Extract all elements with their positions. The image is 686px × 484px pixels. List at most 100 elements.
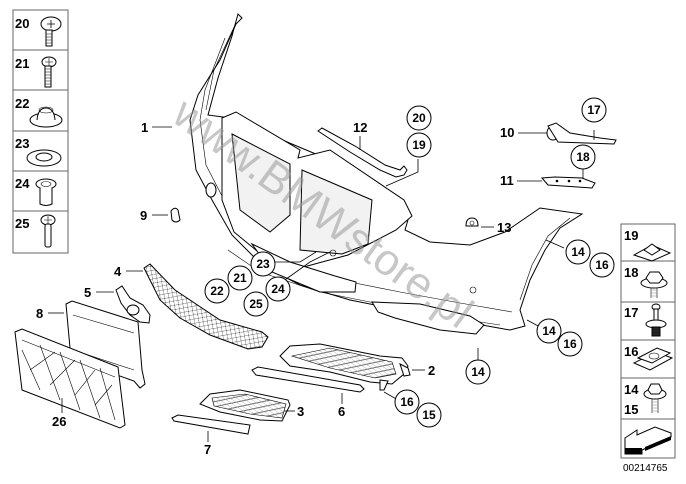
sleeve-icon	[35, 178, 57, 206]
legend-item-14-15[interactable]: 14 15	[624, 382, 667, 417]
washer-icon	[26, 149, 62, 167]
svg-text:7: 7	[204, 442, 211, 457]
legend-number: 19	[624, 228, 638, 243]
svg-text:26: 26	[52, 414, 66, 429]
bolt-icon	[40, 214, 56, 248]
callout-1[interactable]: 1	[141, 120, 172, 135]
callout-6[interactable]: 6	[338, 393, 345, 419]
grille-part-3[interactable]	[199, 389, 291, 422]
circled-callout-24[interactable]: 24	[265, 276, 291, 302]
svg-text:16: 16	[400, 395, 414, 409]
callout-12[interactable]: 12	[353, 120, 367, 150]
square-nut-icon	[632, 243, 672, 262]
legend-item-25[interactable]: 25	[15, 214, 56, 248]
svg-text:19: 19	[412, 138, 426, 152]
svg-text:20: 20	[412, 111, 426, 125]
legend-item-20[interactable]: 20	[15, 16, 62, 47]
strip-part-11[interactable]	[540, 176, 596, 189]
legend-number: 17	[624, 305, 638, 320]
legend-item-17[interactable]: 17	[624, 303, 667, 337]
grille-part-4[interactable]	[143, 263, 269, 350]
svg-text:14: 14	[471, 365, 485, 379]
callout-4[interactable]: 4	[114, 264, 143, 279]
svg-text:14: 14	[542, 324, 556, 338]
expanding-rivet-icon	[645, 303, 667, 337]
svg-text:4: 4	[114, 264, 122, 279]
legend-number: 22	[15, 96, 29, 111]
svg-text:14: 14	[571, 245, 585, 259]
callouts: 1 12 10 11 9 13 4 5	[36, 120, 547, 457]
svg-text:22: 22	[210, 284, 224, 298]
legend-item-22[interactable]: 22	[15, 96, 63, 128]
grille-part-2[interactable]	[279, 343, 411, 391]
circled-callouts: 20 19 17 18 14 16 14 16	[204, 97, 615, 428]
callout-5[interactable]: 5	[84, 285, 114, 300]
callout-8[interactable]: 8	[36, 306, 64, 321]
circled-callout-20[interactable]: 20	[406, 105, 432, 131]
legend-item-18[interactable]: 18	[624, 265, 668, 298]
svg-text:15: 15	[422, 408, 436, 422]
circled-callout-17[interactable]: 17	[581, 97, 607, 123]
circled-callout-16-upper[interactable]: 16	[589, 252, 615, 278]
svg-text:6: 6	[338, 404, 345, 419]
legend-item-16[interactable]: 16	[624, 344, 674, 371]
svg-text:12: 12	[353, 120, 367, 135]
circled-callout-14-lower[interactable]: 14	[465, 359, 491, 385]
circled-callout-22[interactable]: 22	[204, 278, 230, 304]
callout-11[interactable]: 11	[500, 173, 542, 188]
hex-screw-icon	[640, 271, 668, 298]
circled-callout-16-lower[interactable]: 16	[394, 389, 420, 415]
legend-number: 21	[15, 56, 29, 71]
circled-callout-18[interactable]: 18	[570, 144, 596, 170]
callout-2[interactable]: 2	[412, 363, 435, 378]
callout-10[interactable]: 10	[500, 125, 547, 140]
legend-item-24[interactable]: 24	[15, 176, 57, 206]
legend-number: 23	[15, 136, 29, 151]
screw-icon	[41, 56, 57, 88]
circled-callout-15-lower[interactable]: 15	[416, 402, 442, 428]
circled-callout-21[interactable]: 21	[227, 265, 253, 291]
circled-callout-25[interactable]: 25	[243, 291, 269, 317]
cap-part-9[interactable]	[170, 207, 181, 223]
arrow-direction-icon	[624, 426, 672, 455]
trim-strip-part-7[interactable]	[171, 414, 251, 435]
svg-text:21: 21	[233, 271, 247, 285]
callout-13[interactable]: 13	[481, 220, 511, 235]
trim-strip-part-6[interactable]	[251, 366, 365, 393]
legend-item-19[interactable]: 19	[624, 228, 672, 262]
legend-number: 14	[624, 382, 639, 397]
circled-callout-14-middle[interactable]: 14	[536, 318, 562, 344]
svg-text:1: 1	[141, 120, 148, 135]
callout-3[interactable]: 3	[284, 404, 304, 419]
svg-text:16: 16	[595, 258, 609, 272]
svg-text:2: 2	[428, 363, 435, 378]
callout-7[interactable]: 7	[204, 431, 211, 457]
legend-number-secondary: 15	[624, 402, 638, 417]
carrier-part-26[interactable]	[14, 328, 126, 429]
cap-icon	[29, 106, 63, 128]
document-number: 00214765	[623, 463, 668, 474]
clip-nut-icon	[632, 347, 674, 371]
svg-text:11: 11	[500, 173, 514, 188]
legend-number: 25	[15, 216, 29, 231]
circled-callout-19[interactable]: 19	[406, 132, 432, 158]
callout-26[interactable]: 26	[52, 398, 66, 429]
svg-text:5: 5	[84, 285, 91, 300]
svg-text:24: 24	[271, 282, 285, 296]
rail-part-12[interactable]	[317, 127, 408, 178]
legend-number: 20	[15, 16, 29, 31]
circled-callout-23[interactable]: 23	[250, 251, 276, 277]
svg-text:10: 10	[500, 125, 514, 140]
callout-9[interactable]: 9	[140, 208, 168, 223]
bracket-part-10[interactable]	[546, 122, 617, 145]
circled-callout-16-middle[interactable]: 16	[557, 331, 583, 357]
svg-text:8: 8	[36, 306, 43, 321]
cover-part-5[interactable]	[115, 285, 151, 324]
circled-callout-14-upper[interactable]: 14	[565, 239, 591, 265]
bumper-cover-part-1[interactable]	[189, 13, 584, 335]
clip-part-13[interactable]	[465, 217, 479, 227]
legend-item-23[interactable]: 23	[15, 136, 62, 167]
legend-item-21[interactable]: 21	[15, 56, 57, 88]
legend-number: 16	[624, 344, 638, 359]
